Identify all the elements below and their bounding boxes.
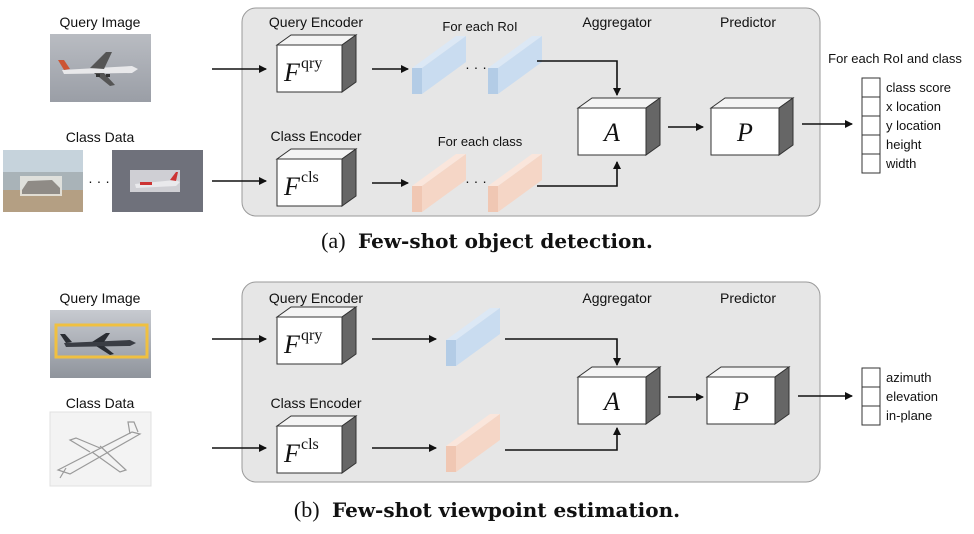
predictor-box: P bbox=[709, 97, 795, 156]
class-data-label: Class Data bbox=[66, 395, 135, 411]
caption-a: (a) Few-shot object detection. bbox=[321, 228, 653, 253]
caption-b: (b) Few-shot viewpoint estimation. bbox=[294, 497, 680, 522]
query-feature bbox=[446, 308, 500, 366]
aggregator-box: A bbox=[576, 366, 662, 425]
output-cell bbox=[861, 115, 881, 136]
class-encoder-symbol: F bbox=[283, 439, 301, 468]
output-label: y location bbox=[886, 118, 941, 133]
class-data-image-plane bbox=[112, 150, 203, 212]
class-encoder-label: Class Encoder bbox=[270, 128, 361, 144]
class-data-image-car bbox=[3, 150, 83, 212]
output-label: x location bbox=[886, 99, 941, 114]
output-cell bbox=[861, 153, 881, 174]
panel-a: Query Image Class Data · · · bbox=[3, 7, 962, 253]
query-encoder-symbol: F bbox=[283, 330, 301, 359]
predictor-symbol: P bbox=[732, 387, 749, 416]
panel-b-background bbox=[241, 281, 821, 483]
query-image bbox=[50, 34, 151, 102]
class-encoder-superscript: cls bbox=[301, 169, 319, 186]
output-cell bbox=[861, 134, 881, 155]
arrow-class-feature-to-aggregator bbox=[505, 427, 621, 451]
output-cell bbox=[861, 405, 881, 426]
query-encoder-label: Query Encoder bbox=[269, 14, 363, 30]
query-feature-ellipsis: · · · bbox=[465, 59, 487, 75]
caption-a-title: Few-shot object detection. bbox=[358, 229, 653, 253]
aggregator-box: A bbox=[576, 97, 662, 156]
output-title: For each RoI and class bbox=[828, 51, 962, 66]
class-encoder-box: F cls bbox=[275, 415, 358, 474]
aggregator-symbol: A bbox=[602, 387, 620, 416]
class-feature-1 bbox=[412, 154, 466, 212]
output-list: azimuth elevation in-plane bbox=[861, 367, 938, 426]
class-encoder-superscript: cls bbox=[301, 436, 319, 453]
class-encoder-box: F cls bbox=[275, 148, 358, 207]
class-encoder-label: Class Encoder bbox=[270, 395, 361, 411]
for-each-class-label: For each class bbox=[438, 134, 523, 149]
output-cell bbox=[861, 386, 881, 407]
query-encoder-superscript: qry bbox=[301, 327, 322, 344]
panel-a-background bbox=[241, 7, 821, 217]
class-data-ellipsis: · · · bbox=[88, 173, 110, 189]
predictor-label: Predictor bbox=[720, 290, 776, 306]
output-cell bbox=[861, 367, 881, 388]
output-label: class score bbox=[886, 80, 951, 95]
class-feature-2 bbox=[488, 154, 542, 212]
aggregator-label: Aggregator bbox=[582, 14, 652, 30]
output-label: azimuth bbox=[886, 370, 932, 385]
output-label: width bbox=[885, 156, 916, 171]
query-encoder-superscript: qry bbox=[301, 55, 322, 72]
for-each-roi-label: For each RoI bbox=[442, 19, 517, 34]
bbox-highlight bbox=[54, 323, 149, 359]
query-feature-2 bbox=[488, 36, 542, 94]
class-feature bbox=[446, 414, 500, 472]
class-encoder-symbol: F bbox=[283, 172, 301, 201]
caption-a-prefix: (a) bbox=[321, 228, 345, 253]
query-encoder-box: F qry bbox=[275, 306, 358, 365]
class-feature-ellipsis: · · · bbox=[465, 173, 487, 189]
predictor-symbol: P bbox=[736, 118, 753, 147]
class-data-cad-model bbox=[49, 411, 152, 487]
class-data-label: Class Data bbox=[66, 129, 135, 145]
output-label: height bbox=[886, 137, 922, 152]
query-encoder-symbol: F bbox=[283, 58, 301, 87]
caption-b-title: Few-shot viewpoint estimation. bbox=[332, 498, 680, 522]
arrow-class-features-to-aggregator bbox=[537, 161, 621, 187]
query-encoder-box: F qry bbox=[275, 34, 358, 93]
query-encoder-label: Query Encoder bbox=[269, 290, 363, 306]
predictor-box: P bbox=[705, 366, 791, 425]
output-list: class score x location y location height… bbox=[861, 77, 951, 174]
aggregator-label: Aggregator bbox=[582, 290, 652, 306]
query-feature-1 bbox=[412, 36, 466, 94]
arrow-query-feature-to-aggregator bbox=[505, 338, 621, 366]
arrow-query-features-to-aggregator bbox=[537, 60, 621, 96]
panel-b: Query Image Class Data Query bbox=[49, 281, 938, 522]
output-cell bbox=[861, 77, 881, 98]
output-cell bbox=[861, 96, 881, 117]
aggregator-symbol: A bbox=[602, 118, 620, 147]
query-image-label: Query Image bbox=[60, 290, 141, 306]
query-image bbox=[50, 310, 151, 378]
output-label: in-plane bbox=[886, 408, 932, 423]
output-label: elevation bbox=[886, 389, 938, 404]
predictor-label: Predictor bbox=[720, 14, 776, 30]
query-image-label: Query Image bbox=[60, 14, 141, 30]
caption-b-prefix: (b) bbox=[294, 497, 320, 522]
